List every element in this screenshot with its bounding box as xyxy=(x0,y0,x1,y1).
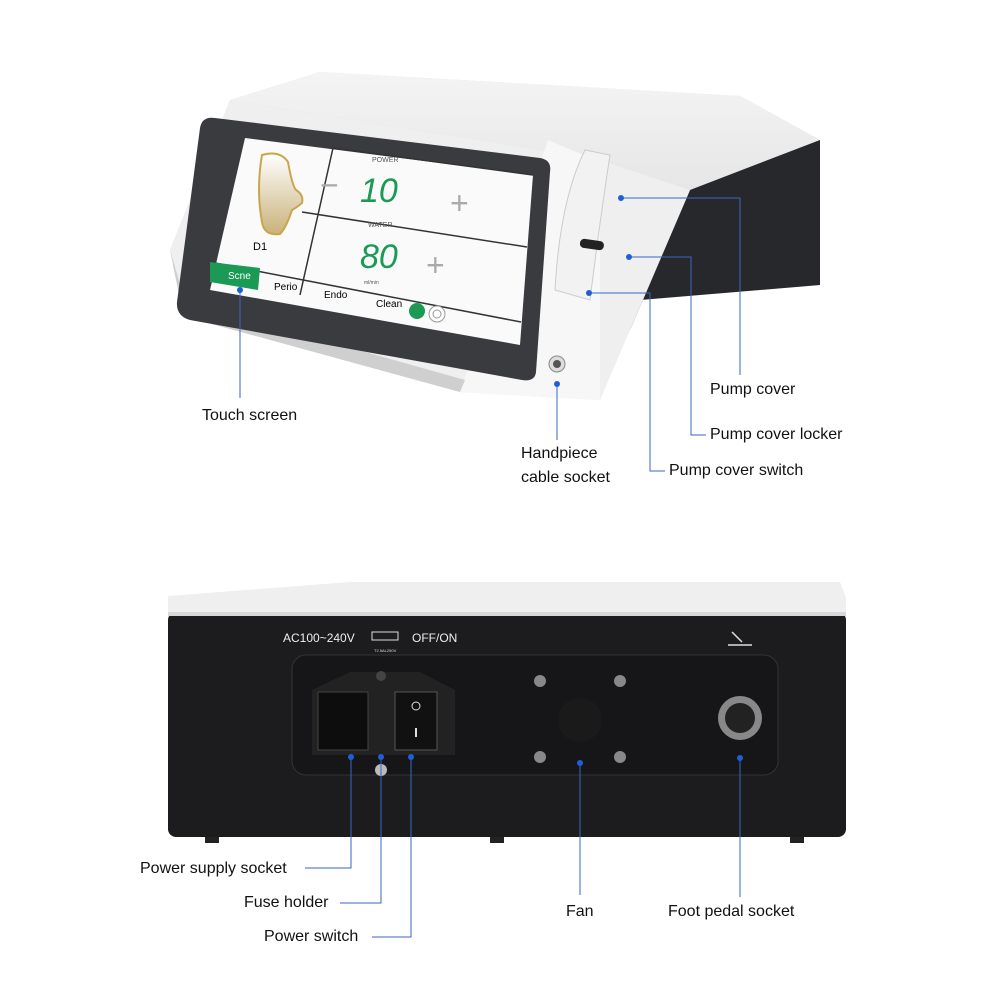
callout-lines xyxy=(239,197,741,938)
fan-screws xyxy=(534,675,626,763)
tab-endo[interactable]: Endo xyxy=(324,290,348,301)
callout-dots xyxy=(237,195,743,766)
back-view-device: AC100~240V T2.5AL250V OFF/ON xyxy=(168,582,846,843)
label-pump-cover-switch: Pump cover switch xyxy=(669,462,804,479)
power-plus-button[interactable]: + xyxy=(450,185,469,221)
label-fan: Fan xyxy=(566,903,594,920)
power-supply-socket xyxy=(317,691,369,751)
label-pump-cover-locker: Pump cover locker xyxy=(710,426,843,443)
power-label: POWER xyxy=(372,157,398,164)
front-view-device: D1 POWER 10 − + WATER 80 ml/min + Scne P… xyxy=(170,72,820,400)
label-foot-pedal-socket: Foot pedal socket xyxy=(668,903,795,920)
label-power-supply-socket: Power supply socket xyxy=(140,860,287,877)
pump-cover[interactable] xyxy=(554,149,611,301)
water-unit: ml/min xyxy=(364,280,379,286)
foot-pedal-icon xyxy=(728,631,752,646)
switch-label: OFF/ON xyxy=(412,631,457,645)
fan xyxy=(558,698,602,742)
label-power-switch: Power switch xyxy=(264,928,359,945)
light-icon[interactable] xyxy=(409,303,425,319)
tab-clean[interactable]: Clean xyxy=(376,299,402,310)
label-handpiece-line1: Handpiece xyxy=(521,445,598,462)
voltage-label: AC100~240V xyxy=(283,631,355,645)
water-label: WATER xyxy=(368,222,393,229)
tip-label: D1 xyxy=(253,241,267,253)
power-value: 10 xyxy=(360,172,398,210)
water-value: 80 xyxy=(360,238,398,276)
tip-image xyxy=(258,152,304,236)
label-handpiece-line2: cable socket xyxy=(521,469,610,486)
label-touch-screen: Touch screen xyxy=(202,407,298,424)
label-fuse-holder: Fuse holder xyxy=(244,894,329,911)
water-plus-button[interactable]: + xyxy=(426,247,445,283)
tab-perio[interactable]: Perio xyxy=(274,282,298,293)
tab-scale-label: Scne xyxy=(228,271,251,282)
fuse-rating: T2.5AL250V xyxy=(374,648,397,653)
label-pump-cover: Pump cover xyxy=(710,381,796,398)
power-minus-button[interactable]: − xyxy=(320,167,339,203)
settings-icon[interactable] xyxy=(428,305,446,323)
power-switch[interactable] xyxy=(394,691,438,751)
tab-scale[interactable] xyxy=(210,262,260,290)
